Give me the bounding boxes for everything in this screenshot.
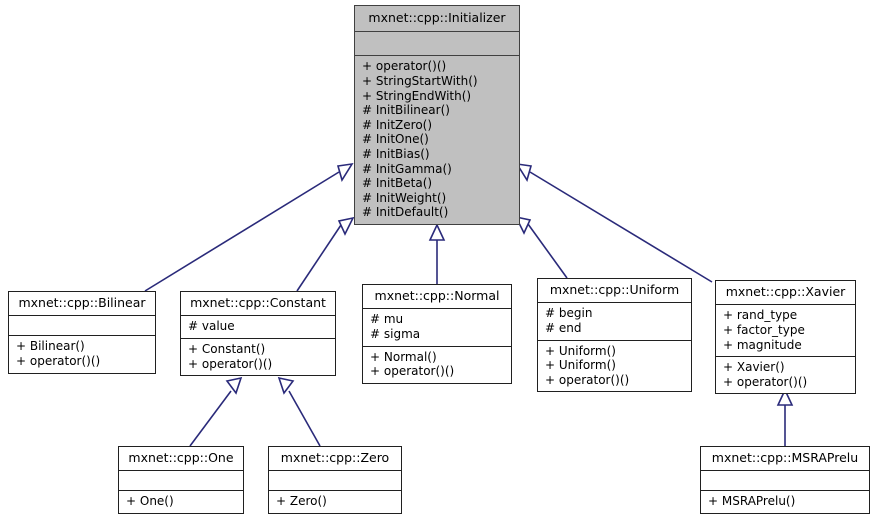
class-attributes-bilinear	[9, 316, 155, 337]
class-title-xavier: mxnet::cpp::Xavier	[716, 281, 855, 306]
class-member: + operator()()	[362, 59, 447, 74]
class-title-bilinear: mxnet::cpp::Bilinear	[9, 292, 155, 317]
class-methods-bilinear: + Bilinear() + operator()()	[9, 336, 155, 372]
class-methods-msraprelu: + MSRAPrelu()	[701, 491, 869, 513]
class-methods-normal: + Normal() + operator()()	[363, 347, 511, 383]
class-member: + Zero()	[276, 494, 327, 509]
class-member: # mu	[370, 312, 404, 327]
class-title-msraprelu: mxnet::cpp::MSRAPrelu	[701, 447, 869, 472]
inheritance-arrowhead	[225, 376, 243, 395]
class-member: + StringEndWith()	[362, 88, 472, 103]
class-node-one[interactable]: mxnet::cpp::One + One()	[118, 446, 244, 514]
class-member: # InitWeight()	[362, 190, 447, 205]
class-member: + operator()()	[16, 353, 101, 368]
class-member: + operator()()	[188, 356, 273, 371]
class-node-uniform[interactable]: mxnet::cpp::Uniform # begin # end + Unif…	[537, 278, 692, 393]
class-member: + One()	[126, 494, 174, 509]
class-node-initializer[interactable]: mxnet::cpp::Initializer + operator()() +…	[354, 5, 520, 225]
class-methods-one: + One()	[119, 491, 243, 513]
class-node-xavier[interactable]: mxnet::cpp::Xavier + rand_type + factor_…	[715, 280, 856, 395]
class-member: # InitOne()	[362, 132, 429, 147]
inheritance-arrowhead	[428, 223, 446, 241]
class-member: # InitBias()	[362, 146, 430, 161]
class-member: + MSRAPrelu()	[708, 494, 796, 509]
class-member: # InitDefault()	[362, 205, 449, 220]
class-title-initializer: mxnet::cpp::Initializer	[355, 6, 519, 33]
class-member: # value	[188, 319, 235, 334]
class-methods-zero: + Zero()	[269, 491, 401, 513]
class-methods-constant: + Constant() + operator()()	[181, 339, 335, 375]
class-attributes-uniform: # begin # end	[538, 303, 691, 341]
class-methods-uniform: + Uniform() + Uniform() + operator()()	[538, 341, 691, 392]
class-attributes-normal: # mu # sigma	[363, 309, 511, 347]
class-member: + magnitude	[723, 337, 802, 352]
class-member: + operator()()	[545, 372, 630, 387]
class-member: + operator()()	[370, 364, 455, 379]
class-member: + Constant()	[188, 341, 266, 356]
class-member: # end	[545, 320, 582, 335]
class-node-bilinear[interactable]: mxnet::cpp::Bilinear + Bilinear() + oper…	[8, 291, 156, 374]
class-attributes-initializer	[355, 32, 519, 57]
class-title-one: mxnet::cpp::One	[119, 447, 243, 472]
class-title-zero: mxnet::cpp::Zero	[269, 447, 401, 472]
class-member: + Uniform()	[545, 343, 616, 358]
class-member: + factor_type	[723, 322, 805, 337]
class-member: # InitBilinear()	[362, 103, 450, 118]
class-member: # InitGamma()	[362, 161, 452, 176]
class-member: + Bilinear()	[16, 339, 85, 354]
inheritance-arrowhead	[336, 162, 354, 182]
class-attributes-one	[119, 471, 243, 492]
class-node-normal[interactable]: mxnet::cpp::Normal # mu # sigma + Normal…	[362, 284, 512, 384]
class-attributes-xavier: + rand_type + factor_type + magnitude	[716, 305, 855, 358]
class-methods-xavier: + Xavier() + operator()()	[716, 357, 855, 393]
class-node-msraprelu[interactable]: mxnet::cpp::MSRAPrelu + MSRAPrelu()	[700, 446, 870, 514]
class-member: + Normal()	[370, 349, 437, 364]
inheritance-arrowhead	[277, 376, 295, 395]
class-title-normal: mxnet::cpp::Normal	[363, 285, 511, 310]
class-member: + operator()()	[723, 374, 808, 389]
class-member: + rand_type	[723, 308, 798, 323]
class-methods-initializer: + operator()() + StringStartWith() + Str…	[355, 56, 519, 224]
class-member: + StringStartWith()	[362, 73, 478, 88]
class-title-uniform: mxnet::cpp::Uniform	[538, 279, 691, 304]
class-member: + Uniform()	[545, 358, 616, 373]
class-member: # sigma	[370, 326, 421, 341]
class-node-zero[interactable]: mxnet::cpp::Zero + Zero()	[268, 446, 402, 514]
class-node-constant[interactable]: mxnet::cpp::Constant # value + Constant(…	[180, 291, 336, 377]
class-member: # begin	[545, 306, 593, 321]
class-attributes-constant: # value	[181, 316, 335, 339]
class-title-constant: mxnet::cpp::Constant	[181, 292, 335, 317]
class-attributes-zero	[269, 471, 401, 492]
class-member: + Xavier()	[723, 360, 785, 375]
class-attributes-msraprelu	[701, 471, 869, 492]
class-member: # InitZero()	[362, 117, 433, 132]
class-member: # InitBeta()	[362, 176, 433, 191]
inheritance-arrowhead	[337, 216, 355, 236]
